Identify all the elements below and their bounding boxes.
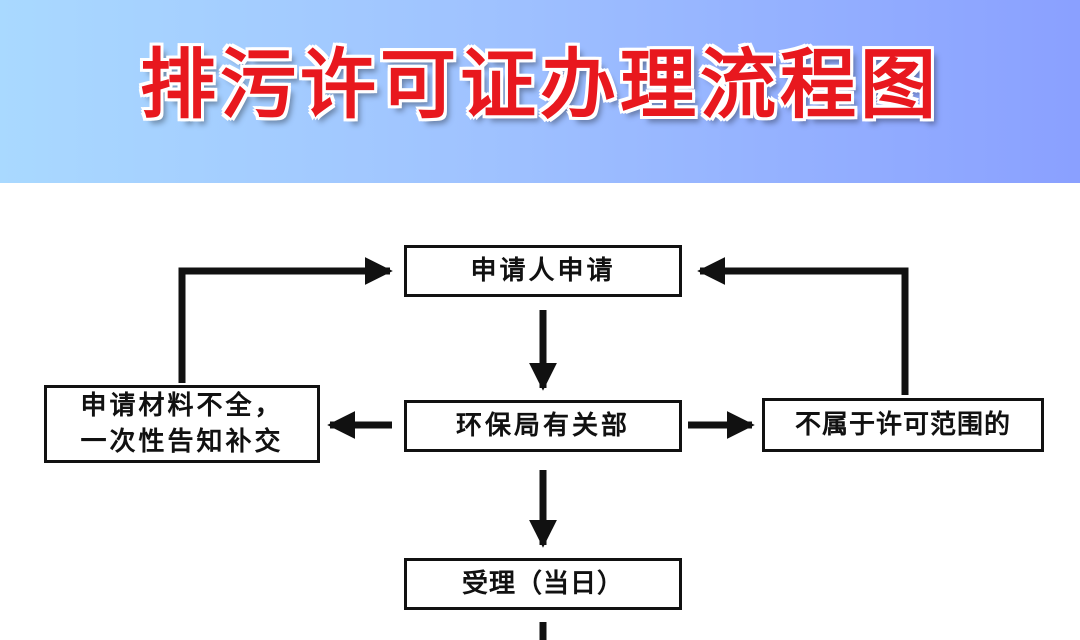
node-accept: 受理（当日） [404, 558, 682, 610]
node-incomplete-line2: 一次性告知补交 [80, 427, 284, 457]
node-incomplete: 申请材料不全， 一次性告知补交 [44, 385, 320, 463]
node-incomplete-line1: 申请材料不全， [80, 391, 284, 421]
node-apply: 申请人申请 [404, 245, 682, 297]
node-out-of-scope: 不属于许可范围的 [762, 398, 1044, 452]
node-out-of-scope-label: 不属于许可范围的 [794, 410, 1011, 440]
arrow-incomplete-to-apply [178, 257, 393, 383]
node-accept-label: 受理（当日） [461, 569, 624, 599]
arrow-out-of-scope-to-apply [697, 257, 909, 395]
title-banner [0, 0, 1080, 183]
node-epb: 环保局有关部 [404, 400, 682, 452]
page-title: 排污许可证办理流程图 [140, 40, 940, 129]
node-epb-label: 环保局有关部 [455, 411, 630, 441]
node-apply-label: 申请人申请 [470, 256, 616, 286]
